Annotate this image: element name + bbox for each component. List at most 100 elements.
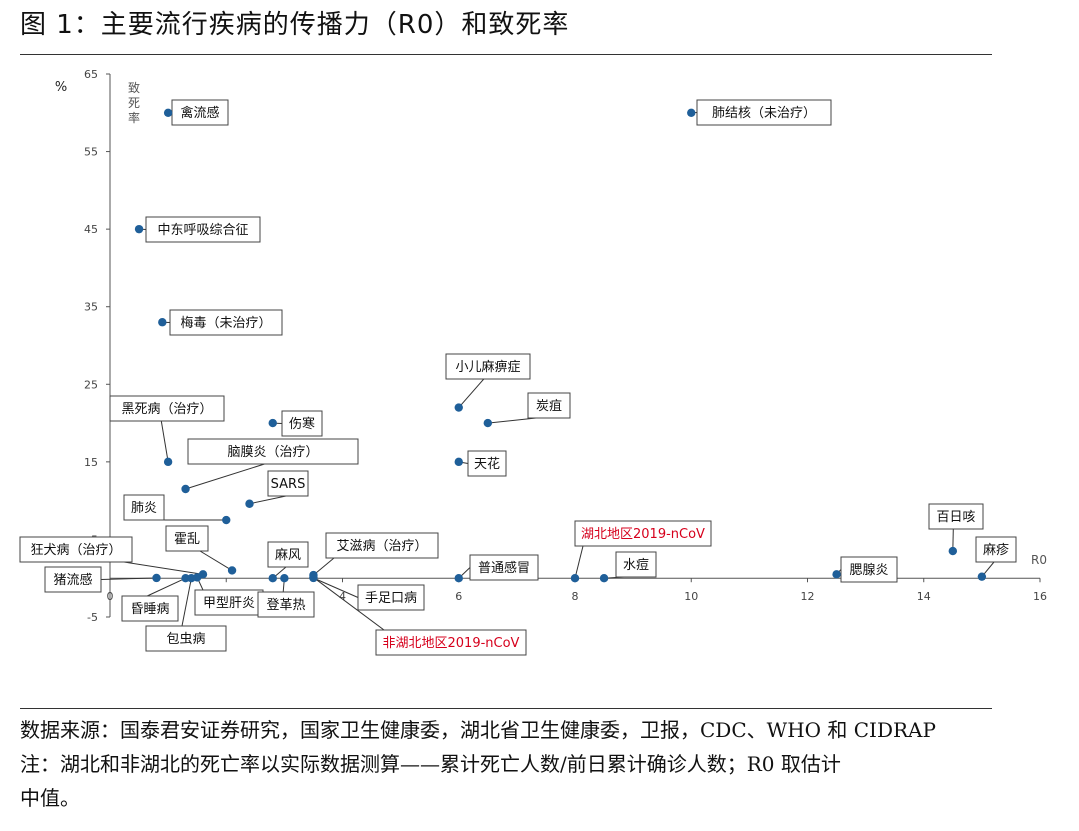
label-box <box>267 470 309 497</box>
data-point <box>280 574 289 583</box>
label-leader-line <box>123 561 204 575</box>
label-box <box>281 410 323 437</box>
point-label: 中东呼吸综合征 <box>157 223 248 238</box>
label-leader-line <box>160 420 169 462</box>
label-box <box>527 392 571 419</box>
label-box <box>696 99 832 126</box>
x-tick-label: 8 <box>572 590 579 603</box>
data-point <box>181 484 190 494</box>
point-label: 天花 <box>474 456 500 472</box>
x-tick-label: 6 <box>455 590 462 603</box>
data-point <box>227 566 237 575</box>
data-point <box>222 515 231 525</box>
point-label: 登革热 <box>266 598 305 613</box>
point-label: 猪流感 <box>53 572 92 588</box>
data-point <box>599 574 609 583</box>
x-tick-label: 14 <box>917 590 931 603</box>
point-label: 包虫病 <box>166 632 205 647</box>
label-box <box>257 591 315 618</box>
x-tick-label: 10 <box>684 590 698 603</box>
point-label: 湖北地区2019-nCoV <box>581 527 705 542</box>
data-point <box>948 546 958 556</box>
point-label: 脑膜炎（治疗） <box>227 445 318 460</box>
label-leader-line <box>146 577 186 597</box>
label-box <box>44 566 102 593</box>
label-box <box>928 503 984 530</box>
label-box <box>145 216 261 243</box>
data-point <box>158 318 167 327</box>
point-label: 百日咳 <box>936 510 975 525</box>
data-point <box>309 573 318 582</box>
label-leader-line <box>181 578 192 627</box>
point-label: 麻风 <box>275 548 301 563</box>
label-leader-line <box>199 550 233 571</box>
point-label: 狂犬病（治疗） <box>30 543 121 558</box>
point-label: 梅毒（未治疗） <box>180 316 271 331</box>
footnote-line-1: 注：湖北和非湖北的死亡率以实际数据测算——累计死亡人数/前日累计确诊人数；R0 … <box>20 752 841 776</box>
data-point <box>245 499 254 508</box>
x-tick-label: 4 <box>339 590 346 603</box>
point-label: 昏睡病 <box>130 602 169 617</box>
data-point <box>268 418 277 428</box>
label-leader-line <box>487 417 537 424</box>
y-tick-label: 45 <box>84 223 98 236</box>
y-tick-label: 15 <box>84 456 98 469</box>
point-label: 伤寒 <box>289 416 315 432</box>
data-point <box>134 224 144 234</box>
source-note: 数据来源：国泰君安证券研究，国家卫生健康委，湖北省卫生健康委，卫报，CDC、WH… <box>20 718 936 742</box>
data-point <box>163 108 173 117</box>
point-label: 麻疹 <box>983 542 1009 558</box>
label-box <box>169 309 283 336</box>
label-box <box>325 532 439 559</box>
data-point <box>187 574 196 583</box>
label-box <box>145 625 227 652</box>
point-label: 艾滋病（治疗） <box>336 539 427 554</box>
point-label: 霍乱 <box>174 532 200 547</box>
label-box <box>574 520 712 547</box>
point-label: 禽流感 <box>180 105 219 121</box>
label-box <box>357 584 425 611</box>
footnote-line-2: 中值。 <box>20 786 80 810</box>
data-point <box>268 574 277 583</box>
x-tick-label: 16 <box>1033 590 1047 603</box>
label-box <box>123 494 165 521</box>
y-tick-label: 35 <box>84 301 98 314</box>
y-axis-title: 致死率 <box>128 81 140 125</box>
x-tick-label: 12 <box>801 590 815 603</box>
point-label: 甲型肝炎 <box>203 596 255 611</box>
point-label: 普通感冒 <box>478 560 530 576</box>
label-boxes: 禽流感肺结核（未治疗）中东呼吸综合征梅毒（未治疗）小儿麻痹症炭疽黑死病（治疗）伤… <box>19 99 1017 656</box>
point-label: 小儿麻痹症 <box>455 359 520 375</box>
label-box <box>109 395 225 422</box>
y-tick-label: 25 <box>84 378 98 391</box>
y-tick-label: 65 <box>84 68 98 81</box>
label-box <box>469 554 539 581</box>
data-point <box>454 403 463 412</box>
label-leader-line <box>313 557 335 576</box>
point-label: SARS <box>271 477 306 492</box>
label-box <box>975 536 1017 563</box>
data-point <box>152 573 161 583</box>
label-box <box>267 541 309 568</box>
point-label: 水痘 <box>623 558 649 573</box>
x-axis-title: R0 <box>1031 553 1047 567</box>
label-leader-line <box>100 577 157 580</box>
point-label: 肺结核（未治疗） <box>712 106 816 121</box>
label-leader-line <box>185 463 265 490</box>
data-point <box>454 457 463 467</box>
figure-title: 图 1：主要流行疾病的传播力（R0）和致死率 <box>20 10 570 40</box>
top-rule <box>20 54 992 55</box>
data-points <box>134 108 987 583</box>
point-label: 肺炎 <box>131 501 157 516</box>
label-box <box>19 536 133 563</box>
label-box <box>187 438 359 465</box>
point-label: 黑死病（治疗） <box>121 402 212 417</box>
data-point <box>181 574 190 583</box>
label-leader-line <box>458 378 485 408</box>
label-box <box>375 629 527 656</box>
y-axis-title-char: 率 <box>128 110 140 125</box>
label-leader-line <box>574 545 584 579</box>
data-point <box>163 457 173 467</box>
data-point <box>483 418 493 428</box>
